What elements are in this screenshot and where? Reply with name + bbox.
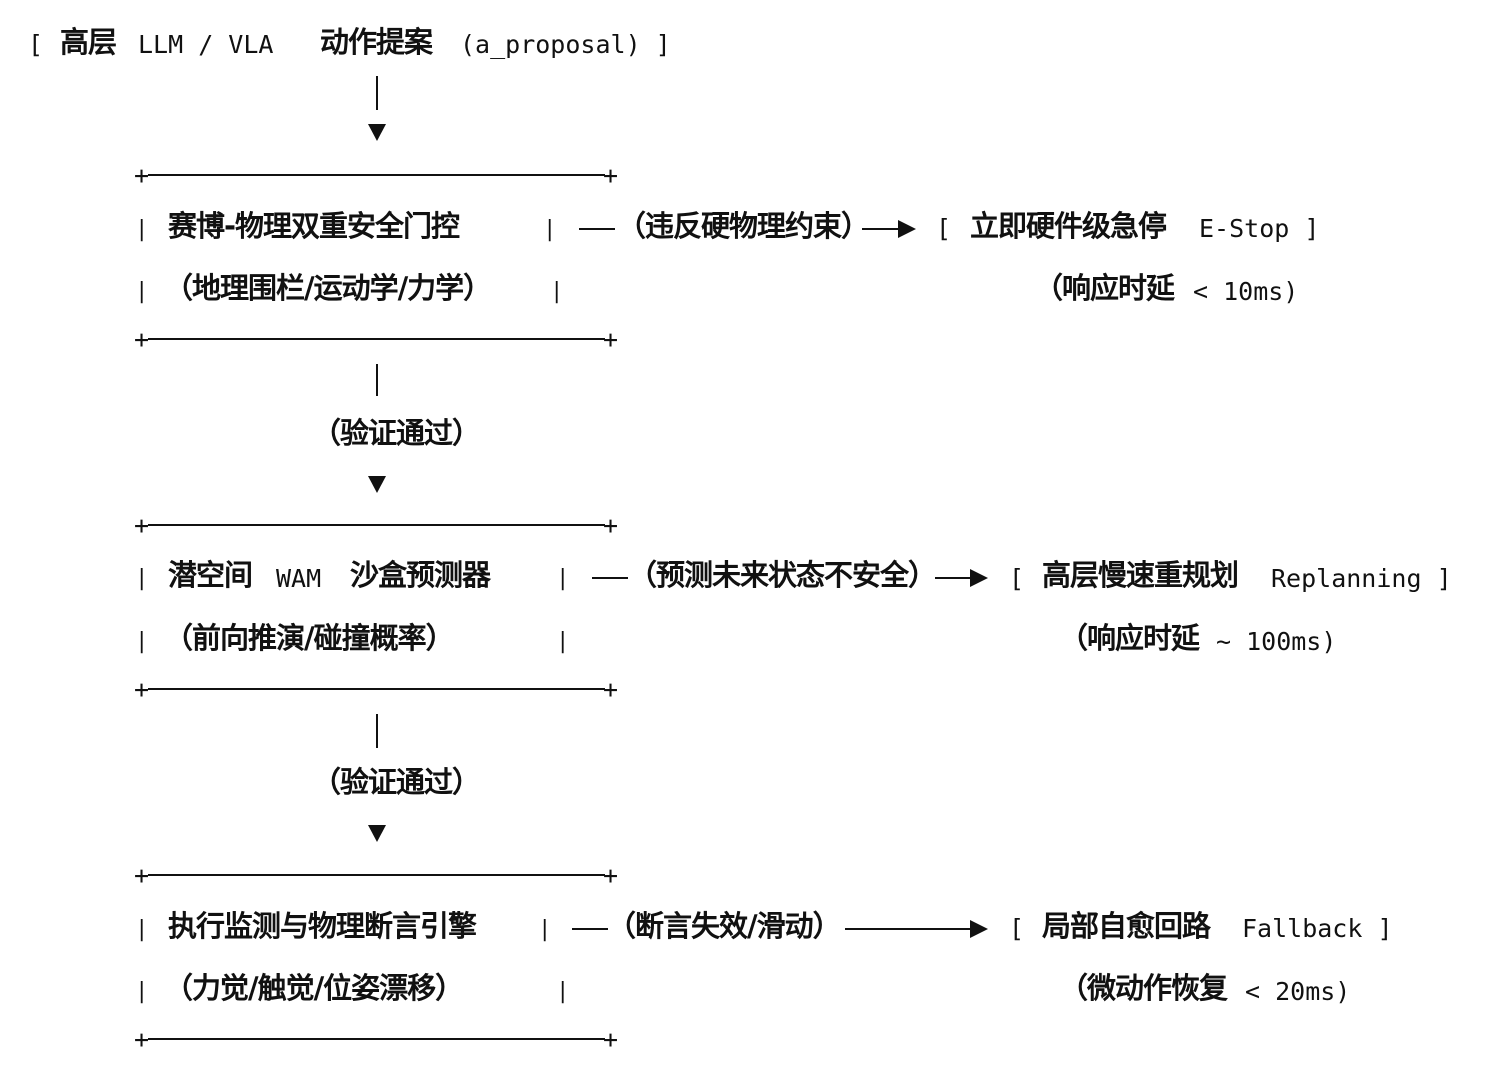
box-side: |	[559, 979, 567, 1004]
box-corner: +	[603, 1025, 619, 1054]
stage1-title: 赛博-物理双重安全门控	[168, 209, 460, 243]
box-side: |	[541, 917, 549, 942]
stage1-subtitle: （地理围栏/运动学/力学）	[164, 271, 492, 305]
box-corner: +	[134, 511, 150, 540]
stage3-subtitle: （力觉/触觉/位姿漂移）	[164, 971, 464, 1005]
stage2-subtitle: （前向推演/碰撞概率）	[164, 621, 455, 655]
box-side: |	[138, 279, 146, 304]
box-side: |	[138, 917, 146, 942]
stage1-note-cn: （响应时延	[1034, 271, 1175, 305]
stage2-note-value: ~ 100ms)	[1216, 627, 1337, 656]
stage2-target-cn: 高层慢速重规划	[1042, 558, 1239, 592]
stage3-target-cn: 局部自愈回路	[1042, 909, 1211, 943]
arrowhead-right-1	[898, 220, 916, 238]
box-side: |	[138, 217, 146, 242]
stage1-note-value: < 10ms)	[1193, 277, 1299, 306]
pass-label-1: （验证通过）	[312, 416, 481, 450]
stage2-title-cn1: 潜空间	[168, 558, 253, 592]
input-label-cn1: 高层	[60, 25, 117, 59]
pass-label-2: （验证通过）	[312, 765, 481, 799]
stage2-title-en: WAM	[276, 564, 322, 593]
stage1-target-open: [	[936, 214, 952, 243]
box-side: |	[559, 629, 567, 654]
box-side: |	[138, 629, 146, 654]
box-corner: +	[134, 861, 150, 890]
box-side: |	[553, 279, 561, 304]
input-label-en: LLM / VLA	[138, 30, 274, 59]
input-label-code: (a_proposal) ]	[460, 30, 671, 59]
stage3-edge-label: （断言失效/滑动）	[607, 909, 842, 943]
input-open-bracket: [	[28, 30, 44, 59]
box-corner: +	[134, 1025, 150, 1054]
stage3-note-cn: （微动作恢复	[1059, 971, 1228, 1005]
stage3-title: 执行监测与物理断言引擎	[168, 909, 477, 943]
stage1-target-cn: 立即硬件级急停	[970, 209, 1167, 243]
arrowhead-down-3	[368, 825, 386, 842]
box-corner: +	[134, 675, 150, 704]
stage2-target-en: Replanning ]	[1271, 564, 1452, 593]
stage3-note-value: < 20ms)	[1245, 977, 1351, 1006]
box-corner: +	[603, 161, 619, 190]
box-corner: +	[134, 325, 150, 354]
stage3-target-open: [	[1009, 914, 1025, 943]
stage1-edge-label: （违反硬物理约束）	[617, 209, 870, 243]
stage2-target-open: [	[1009, 564, 1025, 593]
stage2-edge-label: （预测未来状态不安全）	[628, 558, 937, 592]
stage2-note-cn: （响应时延	[1059, 621, 1200, 655]
box-corner: +	[603, 861, 619, 890]
box-side: |	[559, 566, 567, 591]
box-corner: +	[603, 511, 619, 540]
stage2-title-cn2: 沙盒预测器	[350, 558, 491, 592]
box-side: |	[546, 217, 554, 242]
arrowhead-down-2	[368, 476, 386, 493]
box-side: |	[138, 566, 146, 591]
stage1-target-en: E-Stop ]	[1199, 214, 1320, 243]
arrowhead-right-2	[970, 569, 988, 587]
box-corner: +	[603, 325, 619, 354]
box-corner: +	[134, 161, 150, 190]
arrowhead-right-3	[970, 920, 988, 938]
stage3-target-en: Fallback ]	[1242, 914, 1393, 943]
input-label-cn2: 动作提案	[320, 25, 433, 59]
box-side: |	[138, 979, 146, 1004]
arrowhead-down-1	[368, 124, 386, 141]
box-corner: +	[603, 675, 619, 704]
